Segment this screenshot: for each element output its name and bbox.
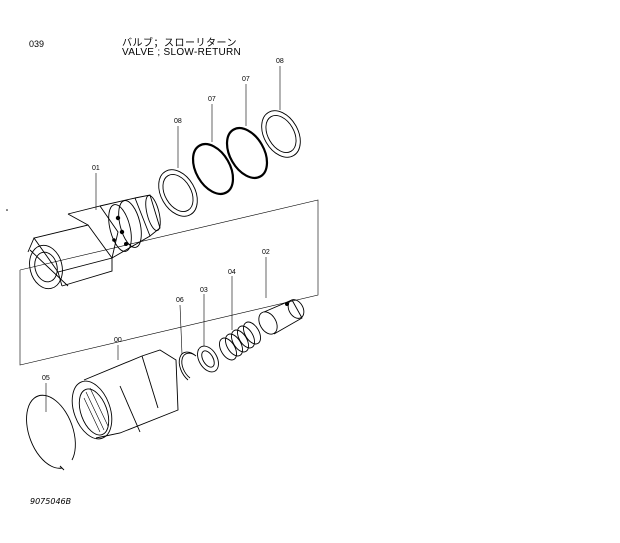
title-japanese: バルブ；スローリターン: [122, 38, 237, 49]
callout-08-rear: 08: [276, 58, 284, 65]
nut-part: [71, 349, 179, 440]
callout-06: 06: [176, 297, 184, 304]
snap-ring-small-part: [178, 351, 197, 381]
page-number: 039: [29, 39, 45, 49]
washer-part: [197, 345, 219, 373]
title-english: VALVE ; SLOW-RETURN: [122, 47, 242, 58]
spring-part: [219, 321, 261, 361]
callout-leaders: [45, 66, 281, 412]
callout-05: 05: [42, 375, 50, 382]
margin-mark: [6, 209, 8, 211]
backup-ring-front-part: [158, 169, 198, 217]
poppet-part: [258, 299, 305, 335]
callout-03: 03: [200, 287, 208, 294]
callout-07-rear: 07: [242, 76, 250, 83]
o-ring-front-part: [191, 143, 235, 195]
callout-07-front: 07: [208, 96, 216, 103]
callout-01: 01: [92, 165, 100, 172]
drawing-id: 9075046B: [30, 497, 72, 506]
snap-ring-large-part: [26, 394, 76, 471]
callout-04: 04: [228, 269, 236, 276]
o-ring-rear-part: [225, 127, 269, 179]
callout-08-front: 08: [174, 118, 182, 125]
callout-labels: 01 02 03 04 05 06 07 07 08 08 00: [42, 58, 284, 382]
valve-body-part: [27, 194, 161, 290]
backup-ring-rear-part: [261, 110, 301, 158]
callout-00: 00: [114, 337, 122, 344]
callout-02: 02: [262, 249, 270, 256]
assembly-outline: [19, 199, 319, 366]
